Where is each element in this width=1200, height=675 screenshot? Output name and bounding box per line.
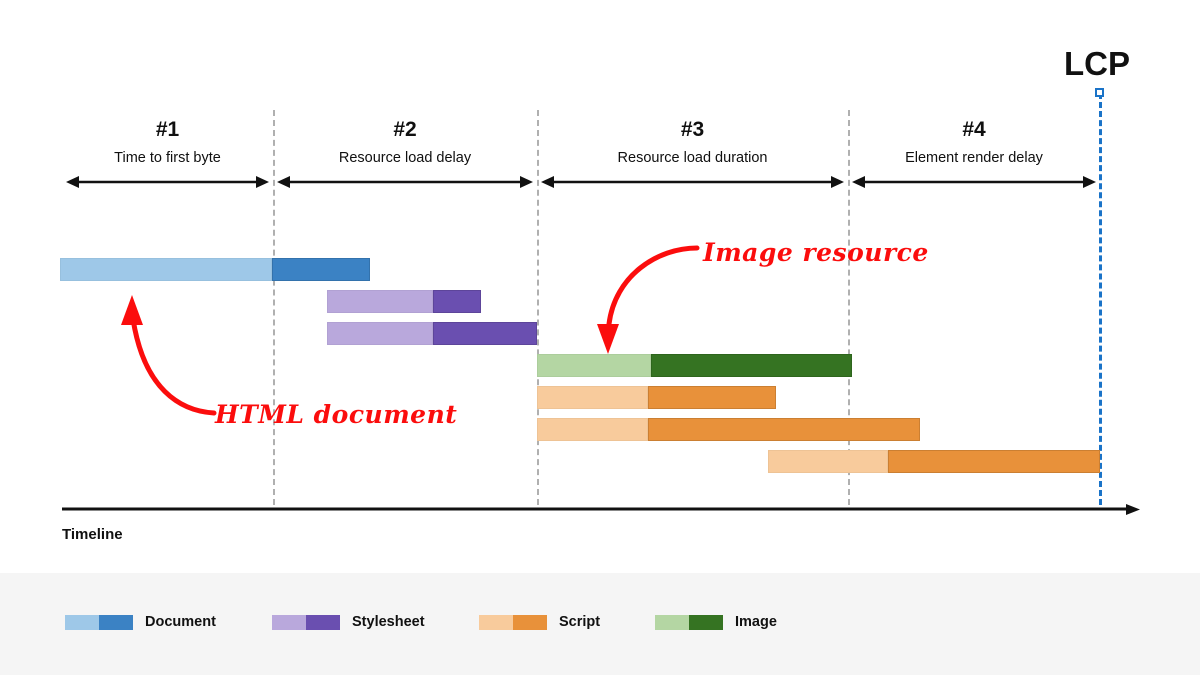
legend-label: Script bbox=[559, 614, 601, 630]
phase-measure-arrow-3 bbox=[541, 176, 844, 188]
lcp-label: LCP bbox=[1064, 45, 1130, 82]
bar-segment-download bbox=[433, 290, 481, 313]
bar-segment-download bbox=[888, 450, 1100, 473]
legend-label: Document bbox=[145, 614, 216, 630]
bar-segment-download bbox=[272, 258, 370, 281]
lcp-marker-line bbox=[1099, 93, 1102, 505]
annotation-arrow-image-resource bbox=[597, 245, 700, 354]
bar-segment-download bbox=[648, 386, 776, 409]
legend-label: Image bbox=[735, 614, 777, 630]
phase-number-2: #2 bbox=[393, 118, 417, 141]
phase-label-2: Resource load delay bbox=[338, 150, 472, 166]
phase-label-4: Element render delay bbox=[905, 150, 1043, 166]
resource-bar-stylesheet-2 bbox=[327, 322, 537, 345]
legend-swatch-stylesheet-icon bbox=[272, 614, 340, 630]
phase-measure-arrow-2 bbox=[277, 176, 533, 188]
bar-segment-wait bbox=[537, 418, 648, 441]
legend-swatch-script-icon bbox=[479, 614, 547, 630]
bar-segment-wait bbox=[768, 450, 888, 473]
resource-bar-image-3 bbox=[537, 354, 852, 377]
bar-segment-download bbox=[648, 418, 920, 441]
bar-segment-wait bbox=[60, 258, 272, 281]
annotation-text-1: HTML document bbox=[215, 400, 458, 429]
bar-segment-download bbox=[651, 354, 852, 377]
resource-bar-script-5 bbox=[537, 418, 920, 441]
legend-item-document[interactable]: Document bbox=[65, 613, 216, 631]
phase-label-3: Resource load duration bbox=[617, 150, 768, 166]
phase-gridline-3 bbox=[848, 110, 850, 505]
resource-bar-script-6 bbox=[768, 450, 1100, 473]
phase-number-4: #4 bbox=[962, 118, 986, 141]
resource-bar-document-0 bbox=[60, 258, 370, 281]
bar-segment-wait bbox=[537, 354, 651, 377]
bar-segment-wait bbox=[537, 386, 648, 409]
bar-segment-download bbox=[433, 322, 537, 345]
legend-band: Document Stylesheet Script Image bbox=[0, 573, 1200, 675]
legend-swatch-document-icon bbox=[65, 614, 133, 630]
lcp-marker-icon bbox=[1095, 88, 1104, 97]
bar-segment-wait bbox=[327, 290, 433, 313]
phase-label-1: Time to first byte bbox=[114, 150, 221, 166]
phase-measure-arrow-4 bbox=[852, 176, 1096, 188]
legend-swatch-image-icon bbox=[655, 614, 723, 630]
resource-bar-script-4 bbox=[537, 386, 776, 409]
annotation-text-2: Image resource bbox=[703, 238, 929, 267]
phase-number-3: #3 bbox=[680, 118, 705, 141]
phase-number-1: #1 bbox=[155, 118, 180, 141]
legend-item-stylesheet[interactable]: Stylesheet bbox=[272, 613, 425, 631]
phase-measure-arrow-1 bbox=[66, 176, 269, 188]
timeline-axis-label: Timeline bbox=[62, 526, 123, 543]
phase-gridline-1 bbox=[273, 110, 275, 505]
legend-item-script[interactable]: Script bbox=[479, 613, 600, 631]
legend-label: Stylesheet bbox=[352, 614, 425, 630]
phase-gridline-2 bbox=[537, 110, 539, 505]
annotation-arrow-html-document bbox=[121, 295, 217, 416]
timeline-axis bbox=[62, 504, 1140, 515]
bar-segment-wait bbox=[327, 322, 433, 345]
legend-item-image[interactable]: Image bbox=[655, 613, 777, 631]
resource-bar-stylesheet-1 bbox=[327, 290, 481, 313]
